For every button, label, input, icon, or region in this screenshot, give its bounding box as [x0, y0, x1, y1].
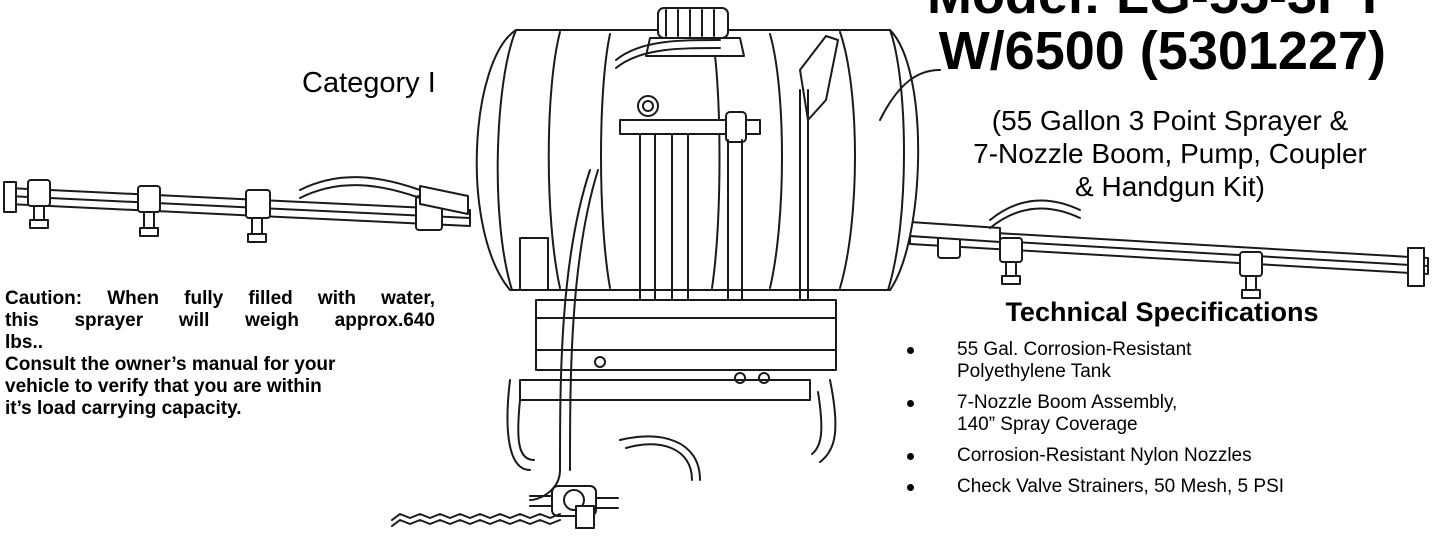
chain: [391, 513, 561, 527]
caution-line-2: this sprayer will weigh approx.640: [5, 310, 435, 331]
specs-heading: Technical Specifications: [1005, 297, 1319, 327]
caution-line-6: it’s load carrying capacity.: [5, 398, 242, 419]
caution-note: Caution: When fully filled with water, t…: [5, 288, 435, 420]
page-title-line-2: W/6500 (5301227): [938, 21, 1386, 81]
page-title-line-1: Model: LG-55-3PT: [927, 0, 1386, 22]
bullet-icon: [907, 400, 914, 407]
category-label: Category I: [302, 67, 436, 99]
list-item: Check Valve Strainers, 50 Mesh, 5 PSI: [907, 476, 1427, 498]
list-item: 7-Nozzle Boom Assembly, 140” Spray Cover…: [907, 392, 1427, 436]
spec-text: Corrosion-Resistant Nylon Nozzles: [957, 445, 1252, 466]
bullet-icon: [907, 347, 914, 354]
right-boom: [909, 199, 1429, 299]
pump-assembly: [529, 169, 701, 529]
left-boom: [3, 176, 471, 243]
subtitle-line-2: 7-Nozzle Boom, Pump, Coupler: [973, 138, 1367, 169]
spec-text: 55 Gal. Corrosion-Resistant: [957, 339, 1192, 360]
caution-line-3: lbs..: [5, 332, 44, 353]
tank: [475, 7, 941, 361]
spec-text: 7-Nozzle Boom Assembly,: [957, 392, 1178, 413]
bullet-icon: [907, 453, 914, 460]
caution-line-1: Caution: When fully filled with water,: [5, 288, 435, 309]
subtitle: (55 Gallon 3 Point Sprayer & 7-Nozzle Bo…: [936, 104, 1404, 203]
specs-list: 55 Gal. Corrosion-Resistant Polyethylene…: [907, 339, 1427, 507]
list-item: Corrosion-Resistant Nylon Nozzles: [907, 445, 1427, 467]
frame: [506, 299, 837, 471]
spec-text: 140” Spray Coverage: [957, 414, 1138, 435]
subtitle-line-3: & Handgun Kit): [1075, 171, 1265, 202]
bullet-icon: [907, 484, 914, 491]
spec-text: Check Valve Strainers, 50 Mesh, 5 PSI: [957, 476, 1285, 497]
caution-line-5: vehicle to verify that you are within: [5, 376, 322, 397]
subtitle-line-1: (55 Gallon 3 Point Sprayer &: [991, 105, 1349, 136]
spec-text: Polyethylene Tank: [957, 361, 1111, 382]
list-item: 55 Gal. Corrosion-Resistant Polyethylene…: [907, 339, 1427, 383]
caution-line-4: Consult the owner’s manual for your: [5, 354, 336, 375]
